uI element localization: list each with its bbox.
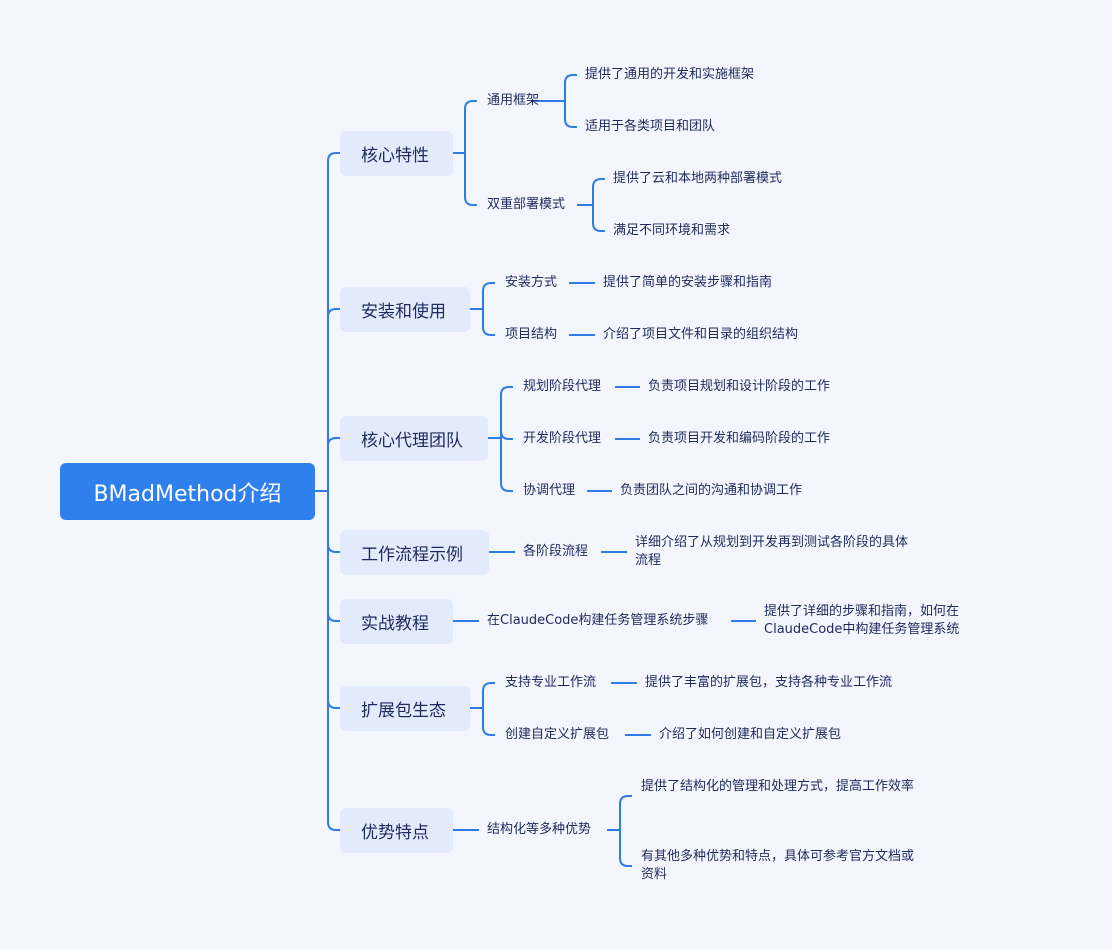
branch-workflow-example[interactable]: 工作流程示例 bbox=[340, 530, 489, 575]
trunk-connector bbox=[327, 491, 340, 553]
branch-connector bbox=[464, 100, 477, 153]
leaf-node[interactable]: 提供了简单的安装步骤和指南 bbox=[603, 275, 773, 290]
leaf-node[interactable]: 负责项目开发和编码阶段的工作 bbox=[648, 431, 831, 446]
node-stage-flow[interactable]: 各阶段流程 bbox=[523, 544, 589, 559]
node-planning-agent[interactable]: 规划阶段代理 bbox=[523, 379, 602, 394]
node-project-structure[interactable]: 项目结构 bbox=[505, 327, 558, 342]
leaf-node[interactable]: 提供了结构化的管理和处理方式，提高工作效率 bbox=[641, 779, 915, 794]
leaf-node[interactable]: 介绍了如何创建和自定义扩展包 bbox=[659, 727, 842, 742]
leaf-connector bbox=[564, 101, 577, 128]
branch-install-use[interactable]: 安装和使用 bbox=[340, 287, 470, 332]
leaf-node[interactable]: 详细介绍了从规划到开发再到测试各阶段的具体流程 bbox=[635, 535, 909, 568]
leaf-node[interactable]: 提供了云和本地两种部署模式 bbox=[613, 171, 783, 186]
node-build-steps[interactable]: 在ClaudeCode构建任务管理系统步骤 bbox=[487, 613, 709, 628]
leaf-node[interactable]: 介绍了项目文件和目录的组织结构 bbox=[603, 327, 799, 342]
trunk-connector bbox=[327, 308, 340, 491]
branch-core-agents[interactable]: 核心代理团队 bbox=[340, 416, 488, 461]
leaf-node[interactable]: 适用于各类项目和团队 bbox=[585, 119, 716, 134]
branch-connector bbox=[500, 430, 513, 440]
branch-core-features[interactable]: 核心特性 bbox=[340, 131, 453, 176]
branch-connector bbox=[482, 708, 495, 736]
node-pro-workflow[interactable]: 支持专业工作流 bbox=[505, 675, 597, 690]
trunk-connector bbox=[327, 491, 340, 831]
leaf-node[interactable]: 有其他多种优势和特点，具体可参考官方文档或资料 bbox=[641, 849, 915, 882]
leaf-connector bbox=[619, 795, 632, 830]
node-install-method[interactable]: 安装方式 bbox=[505, 275, 558, 290]
branch-extension-ecosystem[interactable]: 扩展包生态 bbox=[340, 686, 470, 731]
leaf-node[interactable]: 提供了详细的步骤和指南，如何在ClaudeCode中构建任务管理系统 bbox=[764, 604, 960, 637]
leaf-node[interactable]: 提供了丰富的扩展包，支持各种专业工作流 bbox=[645, 675, 893, 690]
node-custom-extension[interactable]: 创建自定义扩展包 bbox=[505, 727, 610, 742]
trunk-connector bbox=[327, 491, 340, 709]
trunk-connector bbox=[327, 152, 340, 491]
branch-tutorial[interactable]: 实战教程 bbox=[340, 599, 453, 644]
node-dev-agent[interactable]: 开发阶段代理 bbox=[523, 431, 602, 446]
branch-connector bbox=[482, 682, 495, 708]
leaf-node[interactable]: 负责团队之间的沟通和协调工作 bbox=[620, 483, 803, 498]
leaf-connector bbox=[592, 205, 605, 232]
node-coord-agent[interactable]: 协调代理 bbox=[523, 483, 576, 498]
leaf-node[interactable]: 负责项目规划和设计阶段的工作 bbox=[648, 379, 831, 394]
trunk-connector bbox=[327, 491, 340, 622]
leaf-node[interactable]: 满足不同环境和需求 bbox=[613, 223, 731, 238]
branch-advantages[interactable]: 优势特点 bbox=[340, 808, 453, 853]
node-dual-deploy[interactable]: 双重部署模式 bbox=[487, 197, 566, 212]
trunk-connector bbox=[327, 437, 340, 491]
branch-connector bbox=[482, 309, 495, 336]
branch-connector bbox=[482, 282, 495, 309]
node-general-framework[interactable]: 通用框架 bbox=[487, 93, 540, 108]
leaf-connector bbox=[592, 178, 605, 205]
leaf-connector bbox=[564, 74, 577, 101]
branch-connector bbox=[500, 386, 513, 438]
branch-connector bbox=[500, 438, 513, 492]
branch-connector bbox=[464, 153, 477, 206]
leaf-connector bbox=[619, 830, 632, 867]
node-structured-advantages[interactable]: 结构化等多种优势 bbox=[487, 822, 592, 837]
leaf-node[interactable]: 提供了通用的开发和实施框架 bbox=[585, 67, 755, 82]
root-node[interactable]: BMadMethod介绍 bbox=[60, 463, 315, 520]
